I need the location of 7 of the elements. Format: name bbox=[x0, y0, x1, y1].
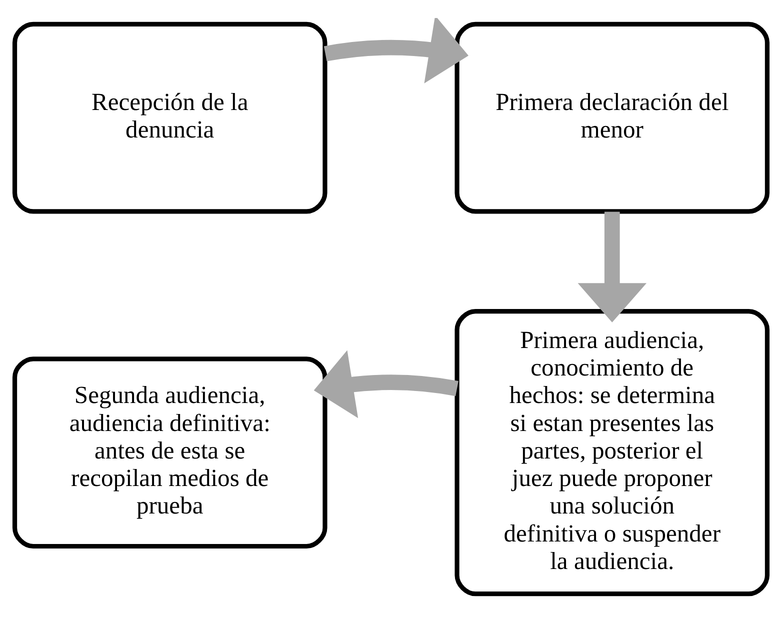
node-box: Segunda audiencia, audiencia definitiva: antes de esta se recopilan medios de prueba bbox=[12, 356, 328, 548]
arrow bbox=[324, 18, 468, 83]
arrow bbox=[314, 350, 458, 418]
node-box: Primera audiencia, conocimiento de hechos: se determina si estan presentes las partes, posterior el juez puede proponer una solución definitiva o suspender la audiencia. bbox=[454, 308, 770, 596]
node-box: Primera declaración del menor bbox=[454, 21, 770, 214]
node-box: Recepción de la denuncia bbox=[12, 21, 328, 214]
arrow bbox=[578, 211, 647, 322]
